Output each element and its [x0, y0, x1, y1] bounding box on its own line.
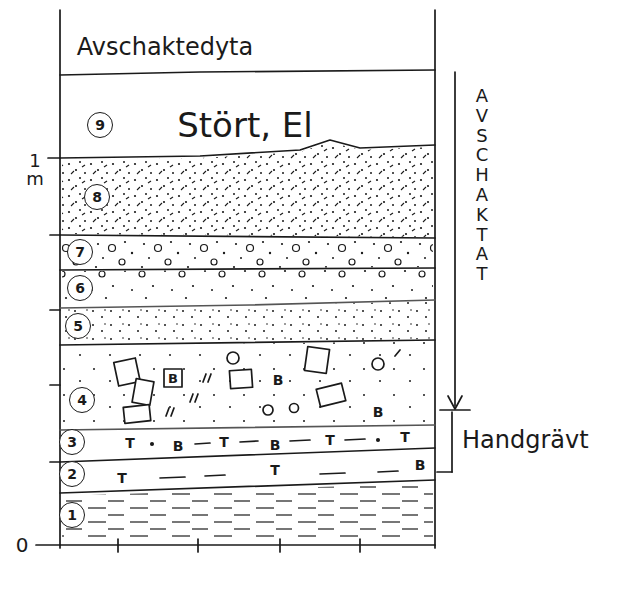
lithology-symbol: T — [218, 435, 230, 449]
layer-number: 5 — [73, 319, 83, 333]
lithology-symbol: B — [167, 372, 179, 385]
lithology-symbol: T — [399, 430, 411, 444]
lithology-symbol: T — [324, 433, 336, 447]
layer-number: 2 — [67, 467, 77, 481]
layer-number-circle: 7 — [67, 239, 93, 265]
layer-number-circle: 1 — [59, 502, 85, 528]
layer-number-circle: 4 — [69, 387, 95, 413]
layer-number: 3 — [67, 435, 77, 449]
layer-number: 8 — [92, 190, 102, 204]
lithology-symbol: T — [269, 463, 281, 477]
surface-label: Avschaktedyta — [77, 34, 253, 60]
lithology-symbol: B — [272, 373, 285, 387]
layer-number-circle: 3 — [59, 429, 85, 455]
excavation-label: AVSCHAKTAT — [473, 86, 491, 284]
layer-number-circle: 6 — [67, 275, 93, 301]
layer-number: 4 — [77, 393, 87, 407]
lithology-symbol: T — [124, 436, 136, 450]
layer-number-circle: 8 — [84, 184, 110, 210]
layer-number: 7 — [75, 245, 85, 259]
lithology-symbol: B — [414, 458, 427, 472]
hand-dug-label: Handgrävt — [462, 427, 589, 453]
scale-label: 0 — [16, 534, 29, 556]
scale-label: 1 m — [25, 152, 45, 188]
layer-number-circle: 5 — [65, 313, 91, 339]
layer-number-circle: 2 — [59, 461, 85, 487]
layer-number: 1 — [67, 508, 77, 522]
lithology-symbol: T — [116, 471, 128, 485]
lithology-symbol: B — [172, 439, 185, 453]
layer-number: 6 — [75, 281, 85, 295]
layer-number-circle: 9 — [87, 112, 113, 138]
lithology-symbol: B — [269, 438, 282, 452]
lithology-symbol: B — [372, 405, 385, 419]
layer-description: Stört, El — [177, 107, 313, 144]
layer-number: 9 — [95, 118, 105, 132]
